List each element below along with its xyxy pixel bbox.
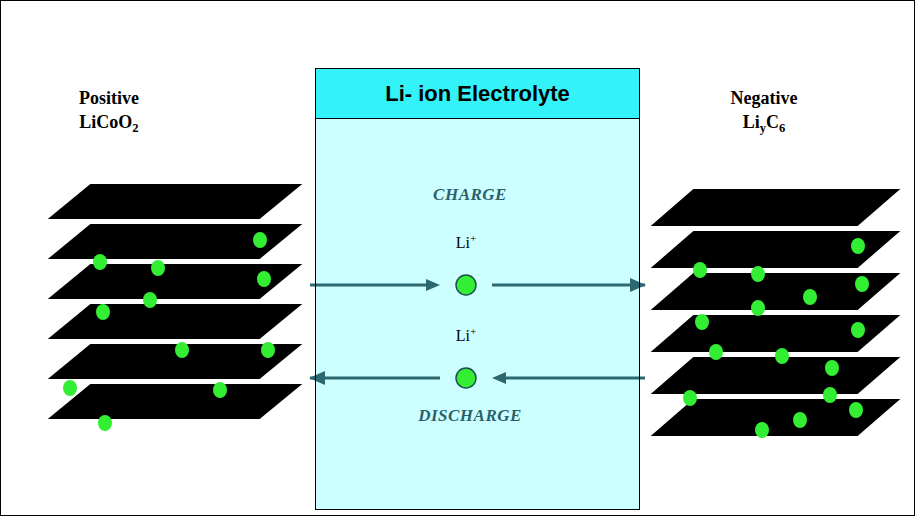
layer-sheet	[648, 356, 903, 395]
lithium-dot	[143, 292, 157, 308]
electrolyte-box: Li- ion Electrolyte	[315, 68, 640, 510]
lithium-dot	[855, 276, 869, 292]
electrolyte-title: Li- ion Electrolyte	[379, 80, 576, 108]
electrode-title: Negative	[695, 86, 833, 110]
lithium-dot	[755, 422, 769, 438]
electrolyte-fill	[315, 68, 640, 510]
mid-arrow-head	[492, 372, 506, 384]
lithium-dot	[63, 380, 77, 396]
electrode-heading: NegativeLiyC6	[695, 86, 833, 136]
text-run: LiCoO	[79, 112, 132, 132]
layer-sheet	[648, 230, 903, 269]
ion-flow	[310, 275, 645, 295]
text-run: C	[766, 112, 779, 132]
lithium-dot	[695, 314, 709, 330]
lithium-dot	[803, 289, 817, 305]
direction-label-holder: CHARGE	[433, 184, 507, 206]
lithium-dot	[96, 304, 110, 320]
lithium-dot	[849, 402, 863, 418]
lithium-dot	[93, 254, 107, 270]
lithium-dot	[253, 232, 267, 248]
lithium-dot	[261, 342, 275, 358]
ion-label-holder: Li+	[456, 232, 477, 255]
lithium-dot	[683, 390, 697, 406]
lithium-dot	[823, 387, 837, 403]
electrode-stack: NegativeLiyC6	[645, 82, 907, 460]
text-run: Li	[456, 234, 470, 251]
direction-label: CHARGE	[433, 184, 507, 206]
direction-label-holder: DISCHARGE	[418, 405, 522, 427]
layer-sheet	[45, 263, 305, 300]
lithium-dot	[751, 300, 765, 316]
lithium-dot	[751, 266, 765, 282]
mid-arrow-head	[426, 279, 440, 291]
electrode-layers	[45, 183, 305, 420]
lithium-dot	[775, 348, 789, 364]
electrode-title: LiyC6	[695, 110, 833, 136]
text-run: Li	[456, 327, 470, 344]
text-run: DISCHARGE	[418, 406, 522, 425]
layer-sheet	[648, 272, 903, 311]
lithium-dot	[175, 342, 189, 358]
ion-label: Li+	[456, 232, 477, 255]
electrolyte-band: Li- ion Electrolyte	[316, 69, 639, 119]
text-run: Li	[743, 112, 760, 132]
lithium-dot	[793, 412, 807, 428]
lithium-dot	[851, 238, 865, 254]
lithium-dot	[98, 415, 112, 431]
direction-label: DISCHARGE	[418, 405, 522, 427]
text-run: Li- ion Electrolyte	[385, 81, 570, 106]
layer-sheet	[45, 223, 305, 260]
text-run: CHARGE	[433, 185, 507, 204]
lithium-dot	[825, 360, 839, 376]
ion-label-holder: Li+	[456, 325, 477, 348]
ion-label: Li+	[456, 325, 477, 348]
electrode-stack: PositiveLiCoO2	[40, 82, 310, 460]
lithium-dot	[151, 260, 165, 276]
electrode-heading: PositiveLiCoO2	[40, 86, 178, 136]
lithium-dot	[851, 322, 865, 338]
electrode-title: Positive	[40, 86, 178, 110]
layer-sheet	[648, 188, 903, 227]
layer-sheet	[45, 303, 305, 340]
lithium-dot	[709, 344, 723, 360]
text-run: 2	[132, 121, 138, 135]
electrode-layers	[648, 188, 903, 437]
layer-sheet	[45, 343, 305, 380]
lithium-dot	[693, 262, 707, 278]
layer-sheet	[45, 383, 305, 420]
layer-sheet	[648, 314, 903, 353]
ion-flow-arrow	[310, 284, 645, 287]
lithium-dot	[257, 271, 271, 287]
ion-flow	[310, 368, 645, 388]
text-run: y	[760, 121, 766, 135]
layer-sheet	[45, 183, 305, 220]
lithium-ion-dot	[456, 368, 476, 388]
text-run: +	[470, 325, 476, 337]
lithium-dot	[213, 382, 227, 398]
text-run: Negative	[731, 88, 798, 108]
ion-flow-arrow	[310, 377, 645, 380]
text-run: +	[470, 232, 476, 244]
text-run: Positive	[79, 88, 139, 108]
lithium-ion-dot	[456, 275, 476, 295]
text-run: 6	[779, 121, 785, 135]
electrode-title: LiCoO2	[40, 110, 178, 136]
